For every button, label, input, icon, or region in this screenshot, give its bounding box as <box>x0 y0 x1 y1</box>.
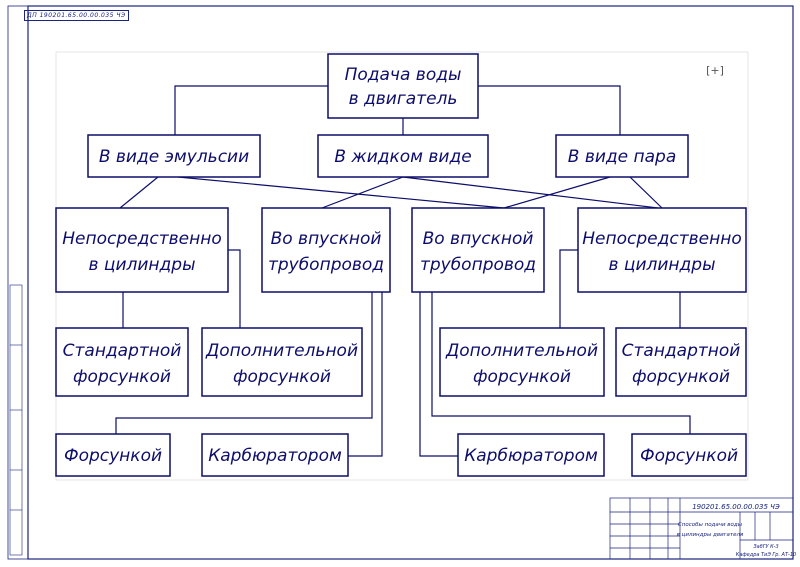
node-carburetor-left: Карбюратором <box>201 433 349 477</box>
connectors <box>115 85 691 457</box>
intake-left-line1: Во впускной <box>271 229 382 249</box>
standard-left-line1: Стандартной <box>63 341 182 361</box>
node-injector-left: Форсункой <box>55 433 171 477</box>
steam-label: В виде пара <box>568 147 677 167</box>
title-block-title-1: Способы подачи воды <box>678 522 743 528</box>
carburetor-right-label: Карбюратором <box>464 446 598 466</box>
direct-left-line1: Непосредственно <box>62 229 221 249</box>
carburetor-left-label: Карбюратором <box>208 446 342 466</box>
expand-icon[interactable]: [+] <box>706 64 724 77</box>
node-emulsion: В виде эмульсии <box>87 134 261 178</box>
root-label-line1: Подача воды <box>345 65 462 85</box>
additional-right-line1: Дополнительной <box>445 341 598 361</box>
node-liquid: В жидком виде <box>317 134 489 178</box>
root-label-line2: в двигатель <box>349 89 458 109</box>
top-left-stamp: ДП 190201.65.00.00.035 ЧЭ <box>24 10 129 21</box>
node-direct-left: Непосредственно в цилиндры <box>55 207 229 293</box>
standard-right-line1: Стандартной <box>622 341 741 361</box>
title-block <box>609 497 794 560</box>
additional-left-line1: Дополнительной <box>205 341 358 361</box>
additional-right-line2: форсункой <box>473 367 571 387</box>
liquid-label: В жидком виде <box>334 147 471 167</box>
title-block-org-2: Кафедра ТиЭ Гр. АТ-10 <box>736 552 796 558</box>
node-injector-right: Форсункой <box>631 433 747 477</box>
direct-right-line2: в цилиндры <box>608 255 715 275</box>
emulsion-label: В виде эмульсии <box>99 147 249 167</box>
title-block-org-1: ЗабГУ К-3 <box>753 544 778 550</box>
direct-left-line2: в цилиндры <box>88 255 195 275</box>
standard-right-line2: форсункой <box>632 367 730 387</box>
standard-left-line2: форсункой <box>73 367 171 387</box>
drawing-frame <box>27 5 794 560</box>
direct-right-line1: Непосредственно <box>582 229 741 249</box>
node-intake-right: Во впускной трубопровод <box>411 207 545 293</box>
title-block-title-2: в цилиндры двигателя <box>677 532 744 538</box>
left-margin-strip <box>9 284 23 556</box>
node-steam: В виде пара <box>555 134 689 178</box>
additional-left-line2: форсункой <box>233 367 331 387</box>
node-additional-left: Дополнительной форсункой <box>201 327 363 397</box>
title-block-code: 190201.65.00.00.035 ЧЭ <box>692 503 780 511</box>
injector-left-label: Форсункой <box>64 446 162 466</box>
intake-left-line2: трубопровод <box>268 255 384 275</box>
node-carburetor-right: Карбюратором <box>457 433 605 477</box>
intake-right-line2: трубопровод <box>420 255 536 275</box>
node-standard-left: Стандартной форсункой <box>55 327 189 397</box>
node-intake-left: Во впускной трубопровод <box>261 207 391 293</box>
root-node: Подача воды в двигатель <box>327 53 479 119</box>
node-direct-right: Непосредственно в цилиндры <box>577 207 747 293</box>
injector-right-label: Форсункой <box>640 446 738 466</box>
node-standard-right: Стандартной форсункой <box>615 327 747 397</box>
intake-right-line1: Во впускной <box>423 229 534 249</box>
node-additional-right: Дополнительной форсункой <box>439 327 605 397</box>
